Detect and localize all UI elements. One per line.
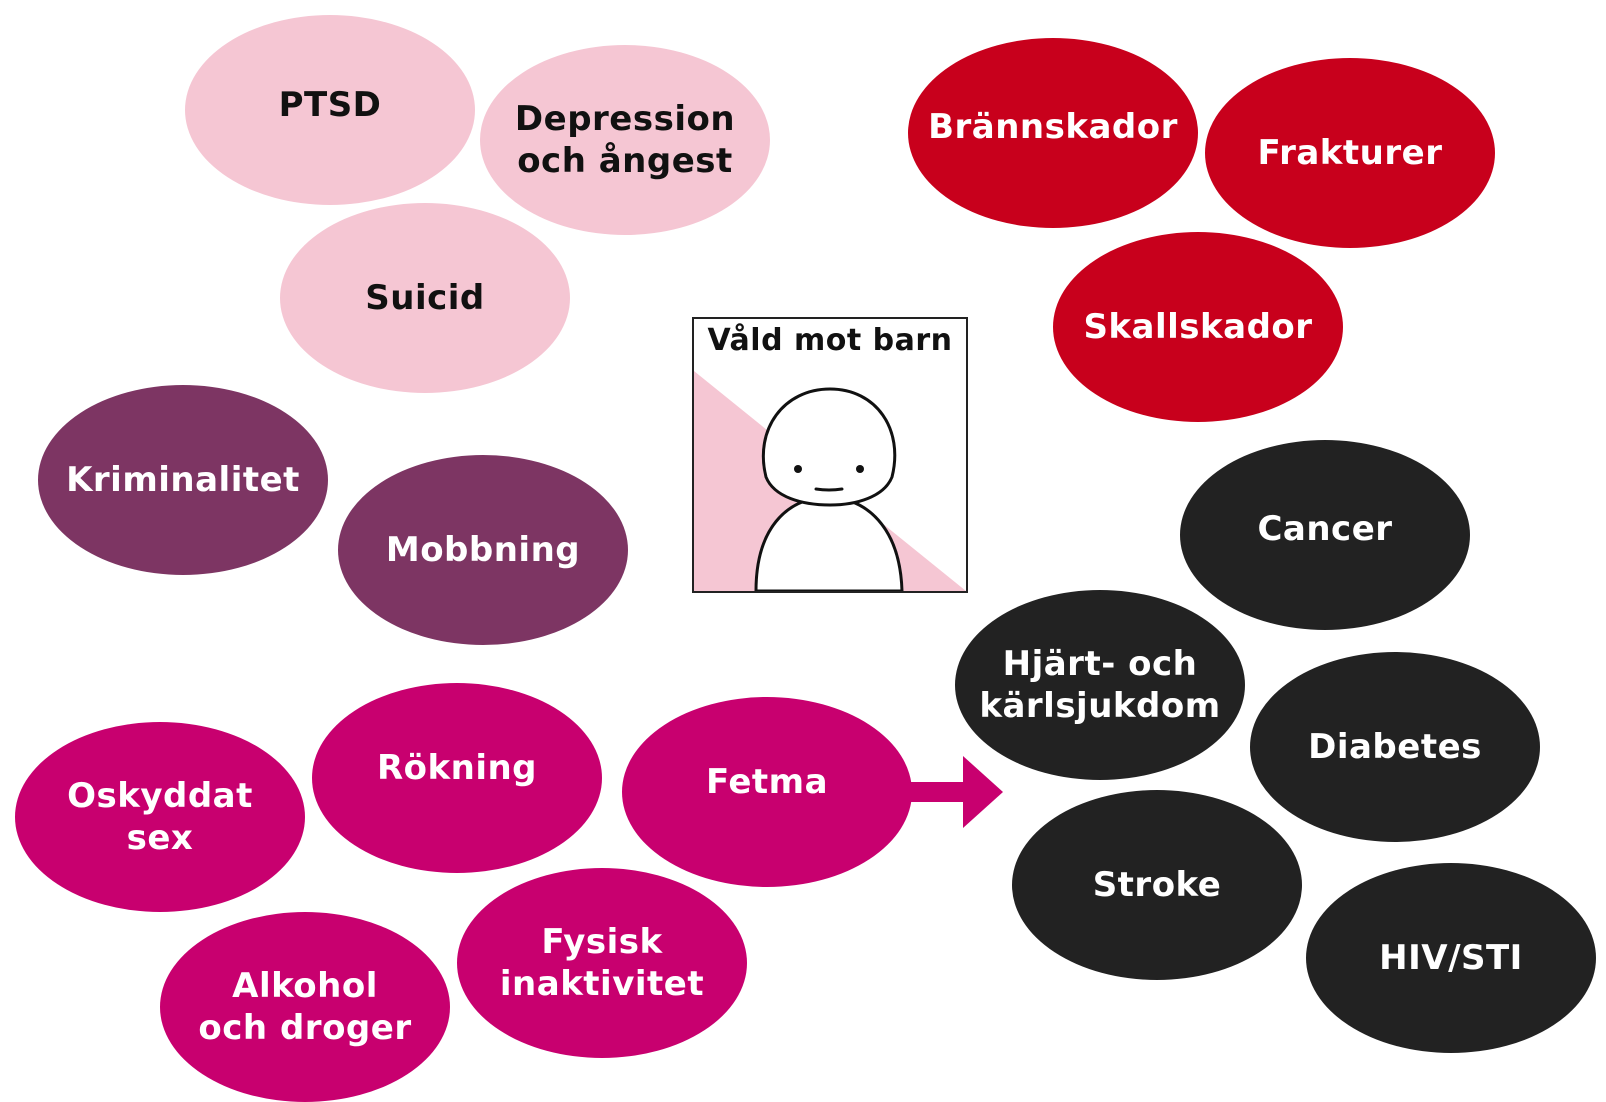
bubble-hiv-sti: HIV/STI [1306,863,1596,1053]
bubble-label: Fetma [705,762,829,802]
bubble-ptsd: PTSD [185,15,475,205]
bubble-brannskador: Brännskador [908,38,1198,228]
bubble-label-line: Depression [514,99,736,139]
center-panel: Våld mot barn [692,317,968,593]
bubble-hjart-karlsjukdom: Hjärt- och kärlsjukdom [955,590,1245,780]
bubble-label: Rökning [376,748,538,788]
bubble-rokning: Rökning [312,683,602,873]
bubble-depression: Depression och ångest [480,45,770,235]
bubble-label: Mobbning [385,530,581,570]
center-title: Våld mot barn [707,323,953,358]
bubble-label: Stroke [1092,865,1222,905]
bubble-label: Kriminalitet [66,460,300,500]
bubble-label: Skallskador [1083,307,1313,347]
bubble-alkohol: Alkohol och droger [160,912,450,1102]
bubble-label-line: kärlsjukdom [979,686,1221,726]
bubble-stroke: Stroke [1012,790,1302,980]
bubble-kriminalitet: Kriminalitet [38,385,328,575]
bubble-label: Cancer [1257,509,1393,549]
bubble-fysisk-inaktivitet: Fysisk inaktivitet [457,868,747,1058]
bubble-label-line: sex [126,818,194,858]
bubble-label: Frakturer [1257,133,1443,173]
bubble-label: PTSD [278,85,382,125]
bubble-label-line: och droger [198,1008,412,1048]
bubble-frakturer: Frakturer [1205,58,1495,248]
bubble-label: HIV/STI [1379,938,1523,978]
bubble-label: Diabetes [1308,727,1482,767]
arrow-icon [905,756,1003,828]
bubble-label-line: och ångest [517,141,733,181]
bubble-skallskador: Skallskador [1053,232,1343,422]
bubble-mobbning: Mobbning [338,455,628,645]
bubble-label-line: inaktivitet [499,964,705,1004]
bubble-label-line: Oskyddat [67,776,253,816]
bubble-label-line: Fysisk [541,922,663,962]
bubble-fetma: Fetma [622,697,912,887]
bubble-diabetes: Diabetes [1250,652,1540,842]
bubble-label: Brännskador [928,107,1178,147]
bubble-cancer: Cancer [1180,440,1470,630]
bubble-label: Suicid [365,278,485,318]
bubble-label-line: Alkohol [232,966,378,1006]
bubble-label-line: Hjärt- och [1002,644,1198,684]
bubble-oskyddat-sex: Oskyddat sex [15,722,305,912]
bubble-suicid: Suicid [280,203,570,393]
child-illustration [694,371,966,591]
